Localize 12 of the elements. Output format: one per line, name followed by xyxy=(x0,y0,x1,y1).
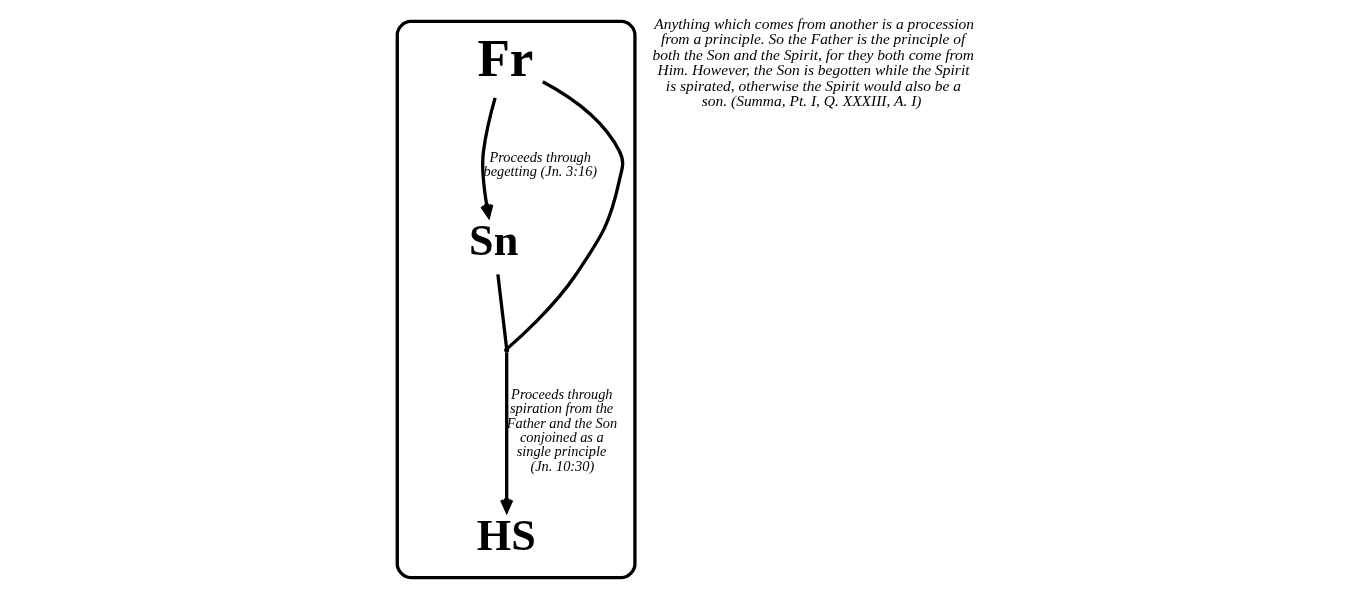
edge-label: Proceeds through spiration from the Father and the Son conjoined as a single principle (Jn. 10:30) xyxy=(506,385,618,474)
arrow xyxy=(500,352,514,513)
node-point xyxy=(504,347,510,353)
connector xyxy=(506,80,625,350)
arrow xyxy=(480,97,497,219)
node-text: HS xyxy=(476,510,536,560)
cluster xyxy=(395,19,637,580)
label: Anything which comes from another is a procession from a principle. So the Father is the principle of both the Son and the Spirit, for they both come from Him. However, the Son is begotten while the Spirit is spirated, otherwise the Spirit would also be a son. (Summa, Pt. I, Q. XXXIII, A. I) xyxy=(652,14,975,110)
node-text: Fr xyxy=(477,29,534,88)
connector xyxy=(496,274,509,349)
edge-label: Proceeds through begetting (Jn. 3:16) xyxy=(483,148,598,180)
node-text: Sn xyxy=(469,216,519,266)
